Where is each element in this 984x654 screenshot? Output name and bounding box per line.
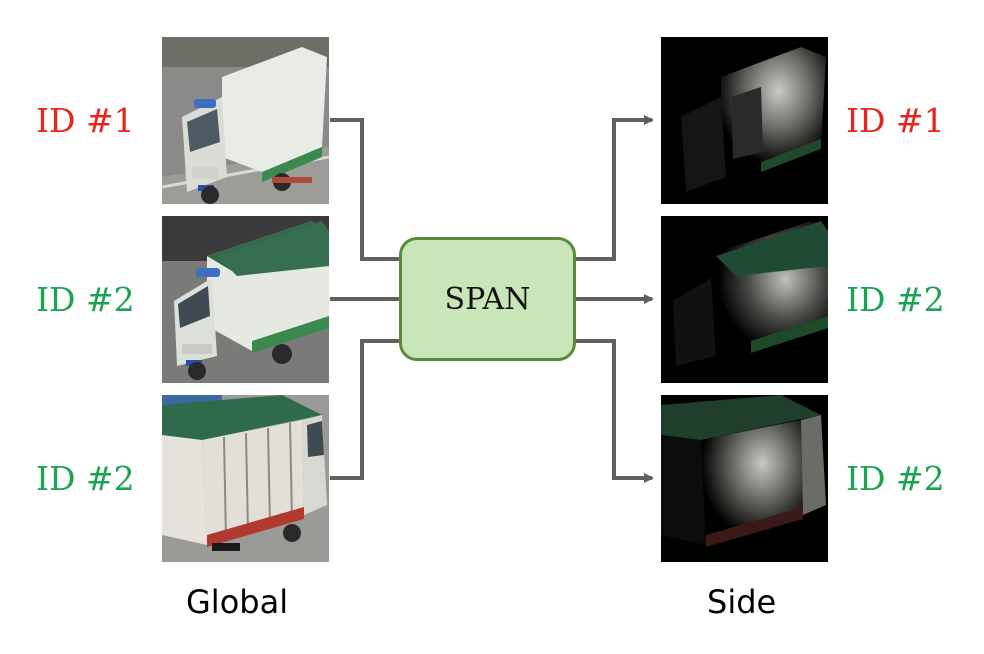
input-wire-3 bbox=[330, 339, 399, 480]
input-image-3 bbox=[162, 395, 329, 562]
output-id-label-2: ID #2 bbox=[846, 280, 945, 319]
input-wire-1 bbox=[330, 118, 399, 261]
output-image-2 bbox=[661, 216, 828, 383]
output-id-label-1: ID #1 bbox=[846, 101, 945, 140]
input-id-label-2: ID #2 bbox=[36, 280, 135, 319]
output-image-1 bbox=[661, 37, 828, 204]
output-wire-1 bbox=[576, 115, 654, 261]
side-caption: Side bbox=[707, 583, 777, 621]
span-label: SPAN bbox=[444, 281, 531, 317]
input-id-label-1: ID #1 bbox=[36, 101, 135, 140]
output-wire-3 bbox=[576, 339, 654, 483]
output-id-label-3: ID #2 bbox=[846, 459, 945, 498]
output-image-3 bbox=[661, 395, 828, 562]
span-model-box: SPAN bbox=[399, 237, 576, 361]
input-image-2 bbox=[162, 216, 329, 383]
input-id-label-3: ID #2 bbox=[36, 459, 135, 498]
global-caption: Global bbox=[186, 583, 289, 621]
input-image-1 bbox=[162, 37, 329, 204]
